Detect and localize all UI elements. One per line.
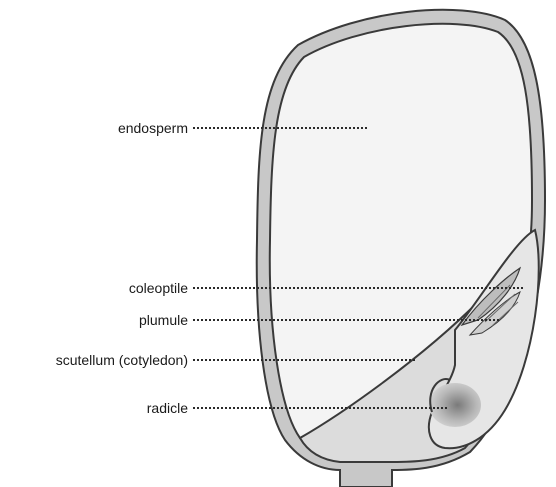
label-coleoptile: coleoptile (40, 280, 188, 296)
radicle-shape (429, 383, 481, 427)
label-endosperm: endosperm (40, 120, 188, 136)
label-plumule: plumule (40, 312, 188, 328)
label-radicle: radicle (40, 400, 188, 416)
label-scutellum: scutellum (cotyledon) (2, 352, 188, 368)
